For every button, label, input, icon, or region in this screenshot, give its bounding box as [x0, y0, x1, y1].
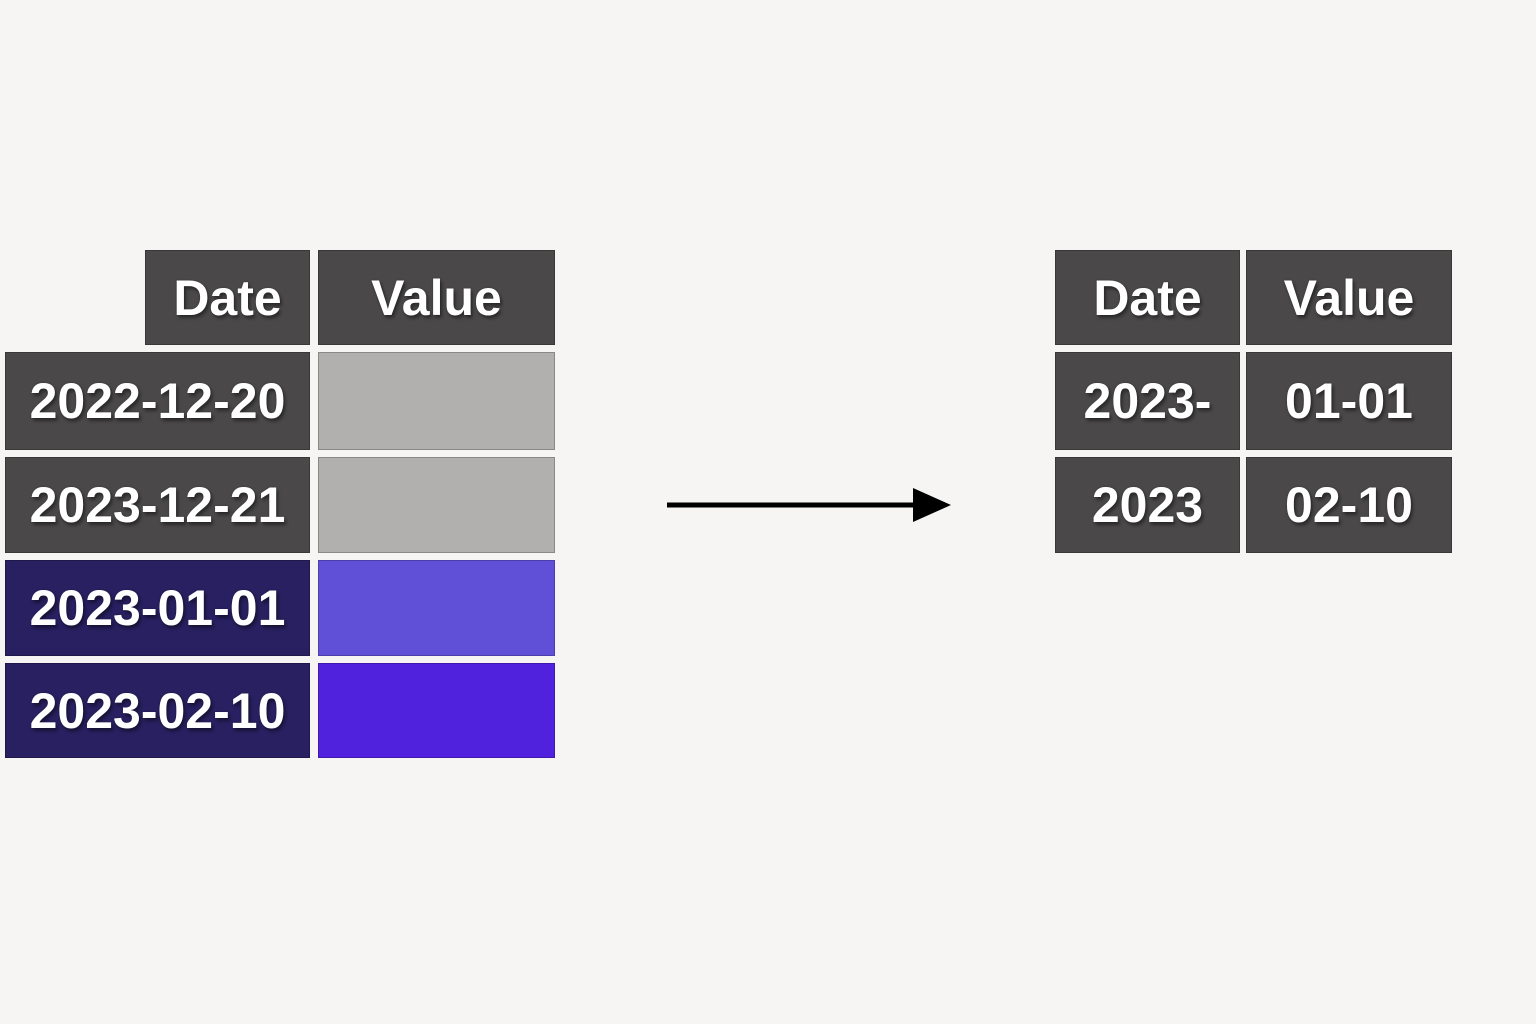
- result-table-value-cell: 01-01: [1246, 352, 1452, 450]
- result-table-value-cell: 02-10: [1246, 457, 1452, 553]
- source-table-date-cell: 2023-02-10: [5, 663, 310, 758]
- source-table-date-cell: 2023-12-21: [5, 457, 310, 553]
- result-table-date-cell: 2023: [1055, 457, 1240, 553]
- source-table-header-value: Value: [318, 250, 555, 345]
- result-table-date-cell: 2023-: [1055, 352, 1240, 450]
- source-table-value-swatch: [318, 560, 555, 656]
- source-table-date-cell: 2022-12-20: [5, 352, 310, 450]
- source-table-date-cell: 2023-01-01: [5, 560, 310, 656]
- source-table-value-swatch: [318, 663, 555, 758]
- result-table-header-date: Date: [1055, 250, 1240, 345]
- source-table-header-date: Date: [145, 250, 310, 345]
- right-arrow-icon: [667, 488, 951, 522]
- source-table-value-swatch: [318, 457, 555, 553]
- transform-arrow: [655, 475, 955, 535]
- result-table: Date Value 2023- 01-01 2023 02-10: [1055, 250, 1452, 553]
- source-table: Date Value 2022-12-20 2023-12-21 2023-01…: [5, 250, 555, 758]
- result-table-header-value: Value: [1246, 250, 1452, 345]
- source-table-value-swatch: [318, 352, 555, 450]
